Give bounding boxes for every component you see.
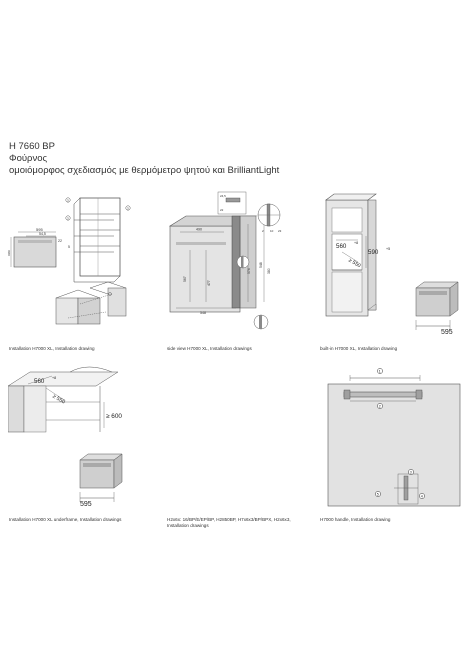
callout-3b: 3 [67, 216, 69, 220]
dim-595: 595 [36, 227, 43, 232]
dim-545: 54,5 [39, 232, 46, 236]
description-title: ομοιόμορφος σχεδιασμός με θερμόμετρο ψητ… [9, 165, 280, 176]
dim-plus5: +5 [386, 247, 390, 251]
drawing-underframe-h7000xl: 560 +8 ≥ 550 ≥ 600 595 [8, 362, 148, 514]
dim-548b: 548 [200, 311, 206, 315]
caption-drawing-4: Installation H7000 XL underframe, Instal… [9, 517, 122, 522]
dim-574: 574 [247, 268, 251, 274]
dim-380: 380 [267, 268, 271, 274]
caption-drawing-2: side view H7000 XL, Installation drawing… [167, 346, 252, 351]
dim-548a: 548 [259, 262, 263, 268]
dim-5: 5 [68, 245, 70, 249]
dim-595-under: 595 [80, 501, 92, 508]
dim-477: 477 [207, 280, 211, 286]
dim-600-under: ≥ 600 [106, 413, 122, 420]
dim-560-under: 560 [34, 378, 45, 385]
callout-3c: 3 [127, 206, 129, 210]
dim-567: 567 [183, 276, 187, 282]
caption-drawing-3: built-in H7000 XL, Installation drawing [320, 346, 398, 351]
product-header: H 7660 BP Φούρνος ομοιόμορφος σχεδιασμός… [9, 141, 279, 177]
callout-4: 4 [421, 495, 423, 499]
dim-23: 23 [278, 229, 282, 233]
dim-595-built: 595 [441, 329, 453, 336]
callout-3a: 3 [67, 198, 69, 202]
dim-22: 22 [58, 239, 62, 243]
callout-1: 1 [379, 370, 381, 374]
category-title: Φούρνος [9, 153, 48, 164]
drawing-side-view-h7000xl: 490 567 477 574 548 380 548 24,5 22 2 10… [166, 190, 306, 340]
dim-550: ≥ 550 [347, 258, 361, 270]
drawing-built-in-h7000xl: 560 +8 590 +5 ≥ 550 595 [320, 190, 465, 340]
callout-2: 2 [379, 405, 381, 409]
dim-10: 10 [270, 229, 274, 233]
dim-590: 590 [368, 249, 379, 256]
dim-550-under: ≥ 550 [51, 394, 66, 406]
dim-245: 24,5 [220, 194, 226, 198]
dim-560: 560 [336, 243, 347, 250]
dim-plus8: +8 [354, 241, 358, 245]
caption-drawing-5: H2x6x: 16/BP/E/EP/BP, H2850BP, H7x6x3/BP… [167, 517, 291, 528]
caption-drawing-1: Installation H7000 XL, Installation draw… [9, 346, 95, 351]
dim-490: 490 [196, 228, 202, 232]
dim-22-side: 22 [220, 208, 224, 212]
callout-3: 3 [410, 471, 412, 475]
model-title: H 7660 BP [9, 141, 55, 152]
dim-plus8-under: +8 [52, 376, 56, 380]
drawing-installation-h7000xl: 595 54,5 22 580 3 3 3 5 [8, 190, 148, 340]
dim-2: 2 [262, 229, 264, 233]
callout-5: 5 [377, 493, 379, 497]
caption-drawing-6: H7000 handle, Installation drawing [320, 517, 391, 522]
drawing-h7000-handle: 1 2 3 4 5 [320, 362, 465, 514]
dim-580: 580 [8, 250, 11, 256]
